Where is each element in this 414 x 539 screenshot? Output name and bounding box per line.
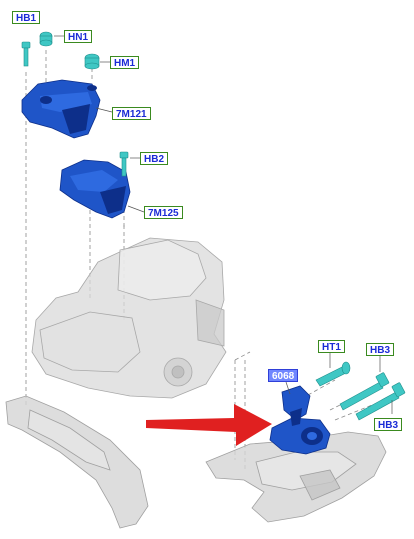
nut-hm1 (84, 53, 100, 70)
subframe (205, 431, 387, 523)
callout-7m121: 7M121 (112, 107, 151, 120)
engine-mount-6068 (269, 385, 331, 455)
callout-hb3-bottom: HB3 (374, 418, 403, 431)
mount-bracket-7m121 (21, 79, 101, 139)
callout-6068: 6068 (268, 369, 299, 382)
callout-7m125: 7M125 (144, 206, 183, 219)
callout-hb3-top: HB3 (366, 343, 395, 356)
callout-hm1: HM1 (110, 56, 140, 69)
callout-hn1: HN1 (64, 30, 93, 43)
callout-hb1: HB1 (12, 11, 41, 24)
bolt-hb3-bottom (355, 382, 406, 421)
frame-rail (5, 395, 149, 529)
fasteners (21, 31, 406, 421)
callout-hb2: HB2 (140, 152, 169, 165)
red-arrow-icon (146, 404, 272, 446)
nut-hn1 (39, 31, 53, 47)
leader-lines (54, 35, 393, 414)
bolt-hb3-top (339, 372, 390, 411)
bolt-hb1 (21, 41, 31, 67)
callout-ht1: HT1 (318, 340, 345, 353)
bolt-hb2 (119, 151, 129, 177)
mount-bracket-7m125 (59, 159, 131, 219)
stud-ht1 (315, 361, 351, 387)
transmission-housing (31, 237, 227, 399)
